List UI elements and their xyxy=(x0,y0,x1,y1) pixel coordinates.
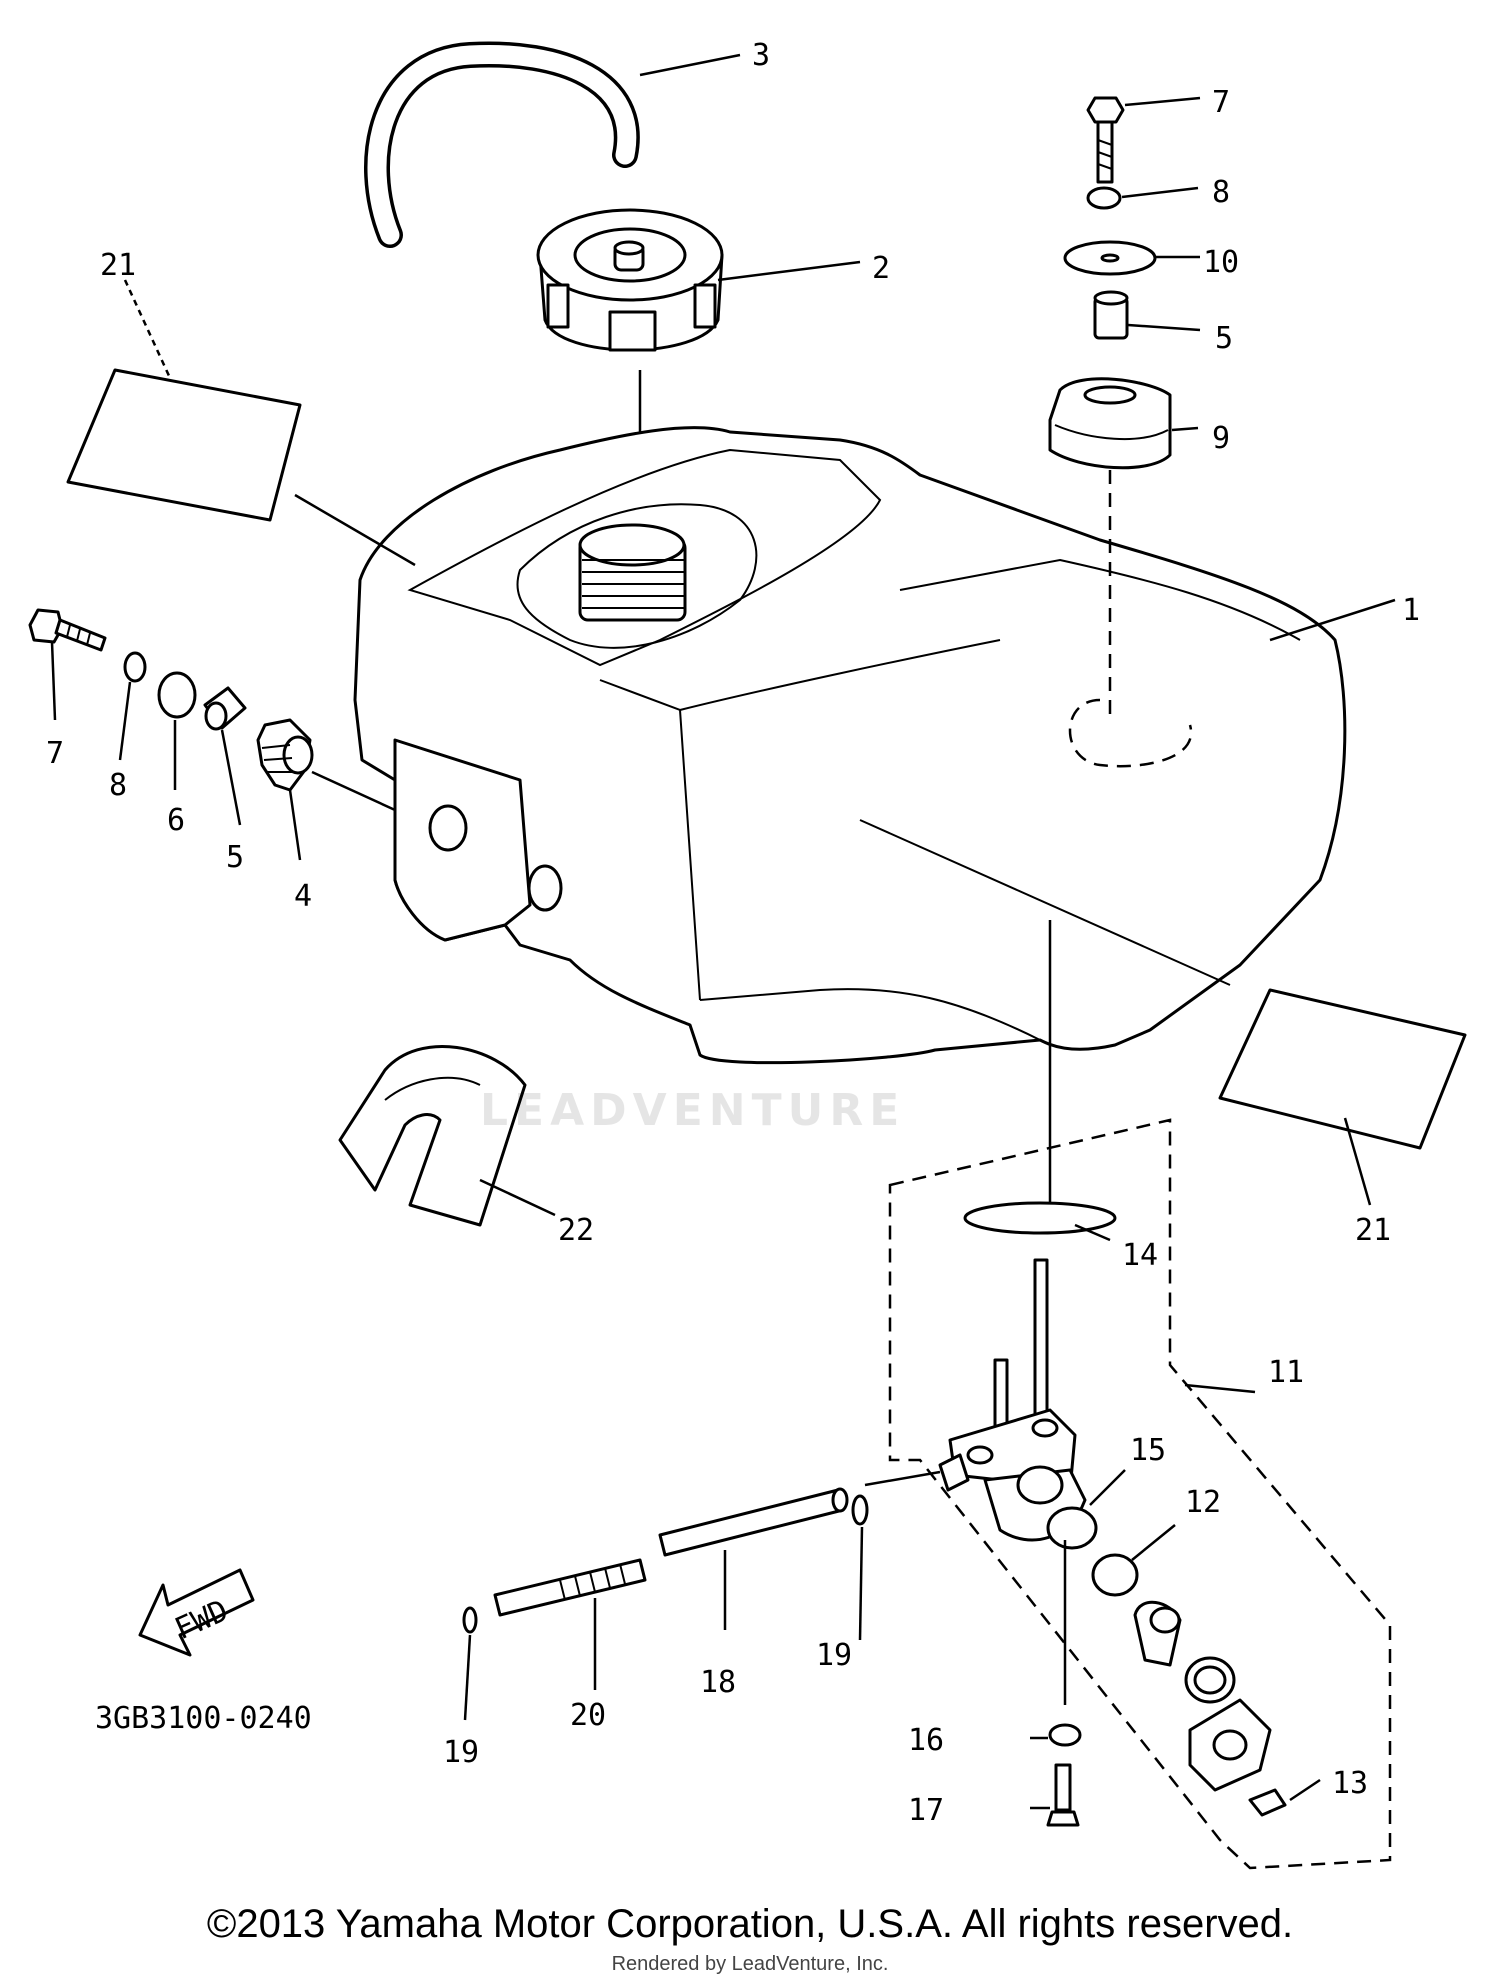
callout-labels: 1 2 3 4 5 5 6 7 7 8 8 9 10 11 12 13 14 1… xyxy=(46,38,1420,1828)
rendered-by-notice: Rendered by LeadVenture, Inc. xyxy=(611,1953,889,1975)
callout-8-front: 8 xyxy=(109,768,127,803)
part-1-fuel-tank xyxy=(353,426,1396,1065)
part-2-fuel-cap xyxy=(536,208,861,560)
diagram-code: 3GB3100-0240 xyxy=(95,1701,312,1736)
front-mount-parts xyxy=(28,608,396,861)
callout-6: 6 xyxy=(167,803,185,838)
callout-1: 1 xyxy=(1402,593,1420,628)
callout-2: 2 xyxy=(872,251,890,286)
fuel-line-parts xyxy=(462,1487,869,1721)
callout-14: 14 xyxy=(1122,1238,1158,1273)
callout-19-right: 19 xyxy=(816,1638,852,1673)
callout-5-front: 5 xyxy=(226,840,244,875)
callout-5-rear: 5 xyxy=(1215,321,1233,356)
callout-13: 13 xyxy=(1332,1766,1368,1801)
callout-17: 17 xyxy=(908,1793,944,1828)
fwd-arrow: FWD xyxy=(138,1568,255,1657)
callout-8-rear: 8 xyxy=(1212,175,1230,210)
part-22-hose xyxy=(338,1045,556,1227)
callout-9: 9 xyxy=(1212,421,1230,456)
callout-7-front: 7 xyxy=(46,736,64,771)
part-3-breather-hose xyxy=(364,41,741,248)
callout-3: 3 xyxy=(752,38,770,73)
callout-4: 4 xyxy=(294,879,312,914)
watermark: LEADVENTURE xyxy=(480,1085,906,1136)
callout-21-right: 21 xyxy=(1355,1213,1391,1248)
callout-18: 18 xyxy=(700,1665,736,1700)
copyright-notice: ©2013 Yamaha Motor Corporation, U.S.A. A… xyxy=(206,1902,1294,1946)
callout-19-left: 19 xyxy=(443,1735,479,1770)
callout-15: 15 xyxy=(1130,1433,1166,1468)
callout-10: 10 xyxy=(1203,245,1239,280)
callout-11: 11 xyxy=(1268,1355,1304,1390)
callout-12: 12 xyxy=(1185,1485,1221,1520)
callout-22: 22 xyxy=(558,1213,594,1248)
callout-21-left: 21 xyxy=(100,248,136,283)
part-11-fuel-cock-assembly xyxy=(864,920,1392,1870)
rear-mount-parts xyxy=(1048,96,1201,720)
part-21-decals xyxy=(66,279,1467,1206)
callout-20: 20 xyxy=(570,1698,606,1733)
callout-16: 16 xyxy=(908,1723,944,1758)
callout-7-rear: 7 xyxy=(1212,85,1230,120)
